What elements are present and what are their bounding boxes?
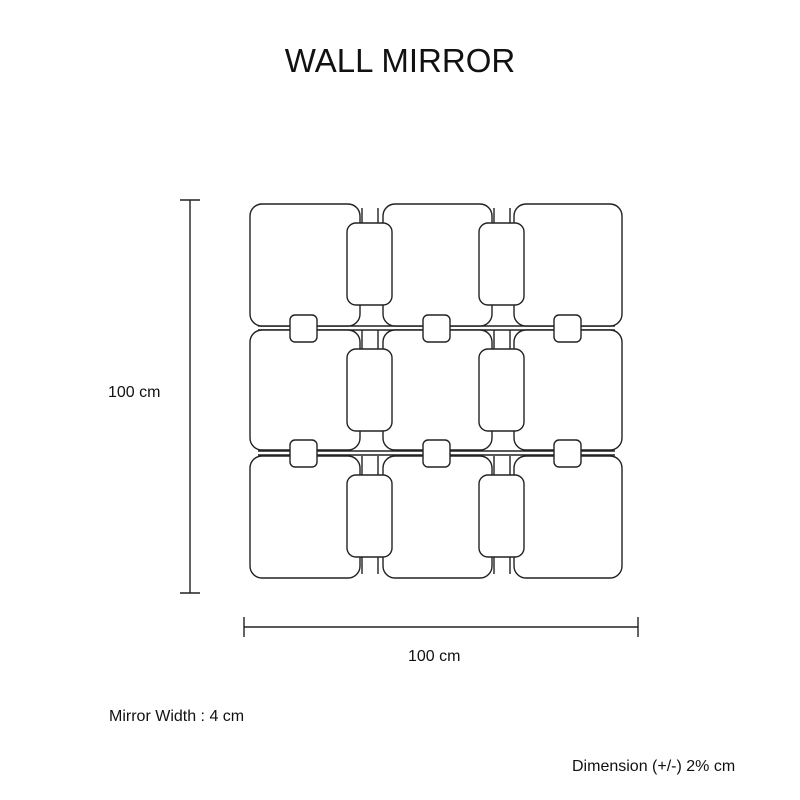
width-dimension-line (243, 617, 639, 637)
small-mirror-tile (422, 314, 451, 343)
tall-mirror-panel (478, 348, 525, 432)
mirror-width-note: Mirror Width : 4 cm (109, 708, 245, 725)
tall-mirror-panel (478, 222, 525, 306)
width-label: 100 cm (408, 648, 461, 665)
square-mirror-panel (513, 329, 623, 451)
small-mirror-tile (422, 439, 451, 468)
mirror-panels (249, 203, 623, 579)
small-mirror-tile (289, 439, 318, 468)
square-mirror-panel (513, 203, 623, 327)
square-mirror-panel (382, 329, 493, 451)
square-mirror-panel (249, 455, 361, 579)
tall-mirror-panel (478, 474, 525, 558)
small-mirror-tile (553, 314, 582, 343)
square-mirror-panel (249, 329, 361, 451)
height-label: 100 cm (108, 384, 161, 401)
height-dimension-line (180, 199, 200, 594)
small-mirror-tile (289, 314, 318, 343)
tall-mirror-panel (346, 222, 393, 306)
tall-mirror-panel (346, 474, 393, 558)
square-mirror-panel (382, 203, 493, 327)
dimension-tolerance-note: Dimension (+/-) 2% cm (572, 758, 736, 775)
square-mirror-panel (382, 455, 493, 579)
tall-mirror-panel (346, 348, 393, 432)
page-title: WALL MIRROR (284, 42, 516, 79)
small-mirror-tile (553, 439, 582, 468)
square-mirror-panel (249, 203, 361, 327)
square-mirror-panel (513, 455, 623, 579)
